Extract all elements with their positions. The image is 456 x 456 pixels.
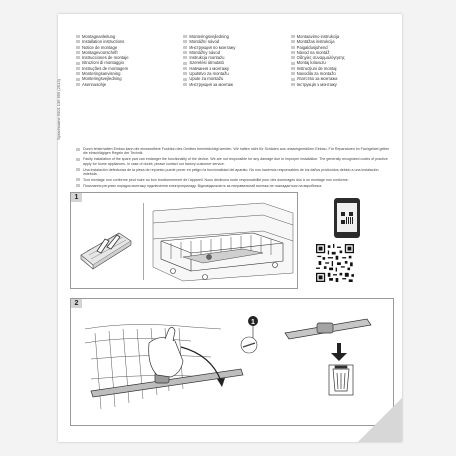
flag-icon xyxy=(290,51,295,55)
language-item: Упатство за монтажа xyxy=(290,76,394,81)
language-item: Uputstvo za montažu xyxy=(183,71,286,76)
flag-icon xyxy=(183,40,188,44)
document-side-label: Sprachname 9001 136 655 (2513) xyxy=(56,79,61,140)
dishwasher-rack-illustration xyxy=(152,202,294,282)
language-item: Návod na montáž xyxy=(290,50,394,55)
flag-icon xyxy=(76,168,80,172)
language-item: Asennusohje xyxy=(76,82,179,87)
language-item: Navodila za montažo xyxy=(290,71,394,76)
flag-icon xyxy=(290,56,295,60)
flag-icon xyxy=(290,66,295,70)
language-item: Installation instructions xyxy=(76,39,179,44)
step-1-badge: 1 xyxy=(71,193,82,202)
flag-icon xyxy=(183,82,188,86)
qr-code[interactable] xyxy=(316,244,354,282)
qr-mini-icon xyxy=(341,211,353,224)
step-1-divider xyxy=(143,203,144,280)
language-item: Інструкція з монтажу xyxy=(290,82,394,87)
language-item: Szerelési útmutató xyxy=(183,60,286,65)
flag-icon xyxy=(76,77,80,81)
trash-bin-icon xyxy=(328,364,354,396)
language-item: Montaj kılavuzu xyxy=(290,60,394,65)
language-item: Istruzioni di montaggio xyxy=(76,60,179,65)
language-item: Instrucciones de montaje xyxy=(76,55,179,60)
flag-icon xyxy=(76,184,80,188)
flag-icon xyxy=(183,66,188,70)
instruction-sheet: Sprachname 9001 136 655 (2513) Montagean… xyxy=(56,14,402,442)
flag-icon xyxy=(76,40,80,44)
warning-note: Посилання регулює порядок монтажу підклю… xyxy=(76,184,394,188)
language-item: Instrucțiuni de montaj xyxy=(290,66,394,71)
page-curl xyxy=(358,398,402,442)
language-item: Montážní návod xyxy=(183,39,286,44)
language-item: Навчання з монтажу xyxy=(183,66,286,71)
language-item: Paigaldusjuhend xyxy=(290,45,394,50)
flag-icon xyxy=(290,45,295,49)
step-2-panel: 2 xyxy=(70,298,394,426)
step-2-badge: 2 xyxy=(71,299,82,308)
flag-icon xyxy=(183,77,188,81)
language-item: Montagevoorschrift xyxy=(76,50,179,55)
callout-number: 1 xyxy=(251,319,255,326)
language-item: Montageanleitung xyxy=(76,34,179,39)
flag-icon xyxy=(76,147,80,151)
flag-icon xyxy=(76,72,80,76)
language-item: Upute za montažu xyxy=(183,76,286,81)
warning-notes: Durch fehlerhaften Einbau kann die einwa… xyxy=(76,147,394,190)
flag-icon xyxy=(76,82,80,86)
language-item: Montāžas instrukcija xyxy=(290,39,394,44)
spray-arm-removal-illustration: 1 xyxy=(84,316,372,410)
step-1-panel: 1 xyxy=(70,192,298,289)
language-item: Montaavimo instrukcija xyxy=(290,34,394,39)
flag-icon xyxy=(290,61,295,65)
warning-note: Durch fehlerhaften Einbau kann die einwa… xyxy=(76,147,394,156)
warning-note: Una instalación defectuosa de la pieza d… xyxy=(76,168,394,177)
flag-icon xyxy=(183,35,188,39)
language-item: Инструкция по монтажу xyxy=(183,45,286,50)
flag-icon xyxy=(76,157,80,161)
flag-icon xyxy=(76,66,80,70)
flag-icon xyxy=(183,61,188,65)
language-item: Montážny návod xyxy=(183,50,286,55)
language-item: Notice de montage xyxy=(76,45,179,50)
flag-icon xyxy=(290,35,295,39)
flag-icon xyxy=(290,40,295,44)
smartphone-icon xyxy=(334,198,360,238)
flag-icon xyxy=(183,72,188,76)
qr-panel xyxy=(310,192,394,287)
language-item: Οδηγίες συναρμολόγησης xyxy=(290,55,394,60)
language-item: Monteringsvejledning xyxy=(76,76,179,81)
flag-icon xyxy=(290,72,295,76)
flag-icon xyxy=(76,45,80,49)
flag-icon xyxy=(290,77,295,81)
cutlery-basket-illustration xyxy=(80,232,132,270)
flag-icon xyxy=(76,51,80,55)
flag-icon xyxy=(183,45,188,49)
language-item: Instrukcja montażu xyxy=(183,55,286,60)
flag-icon xyxy=(76,61,80,65)
language-item: Инструкция за монтаж xyxy=(183,82,286,87)
flag-icon xyxy=(183,56,188,60)
warning-note: Faulty installation of the spare part ca… xyxy=(76,157,394,166)
warning-note: Tout montage non conforme peut nuire au … xyxy=(76,178,394,182)
flag-icon xyxy=(290,82,295,86)
language-item: Instruções de montagem xyxy=(76,66,179,71)
flag-icon xyxy=(76,178,80,182)
flag-icon xyxy=(76,35,80,39)
flag-icon xyxy=(183,51,188,55)
language-item: Monteringsvejledning xyxy=(183,34,286,39)
language-item: Monteringsanvisning xyxy=(76,71,179,76)
flag-icon xyxy=(76,56,80,60)
